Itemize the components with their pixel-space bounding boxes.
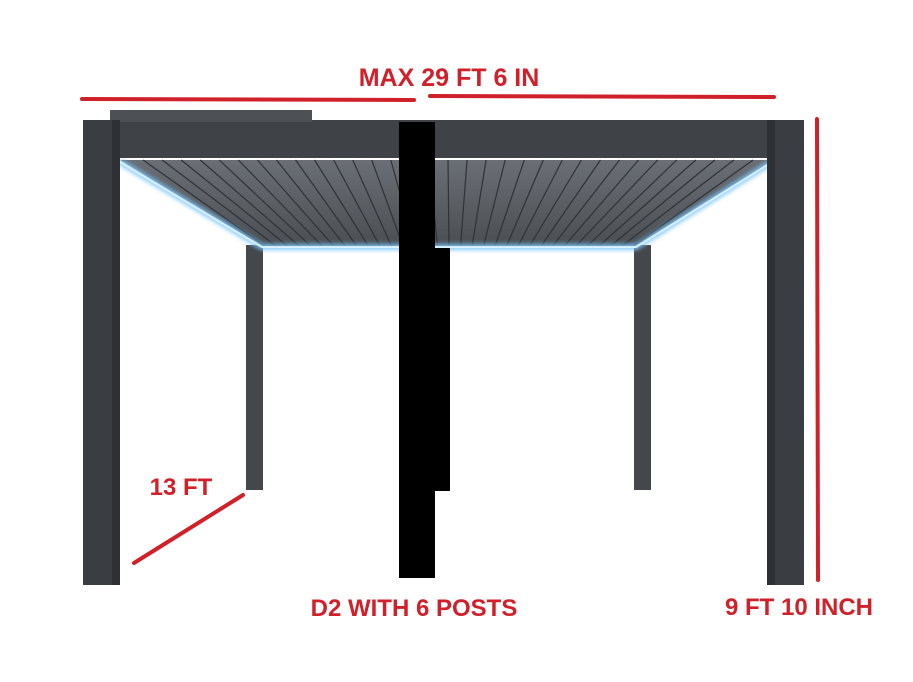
louver-slat [276, 159, 346, 247]
width-dimension-line-left [80, 97, 416, 102]
model-label: D2 WITH 6 POSTS [311, 595, 518, 622]
louver-slat [161, 159, 277, 247]
louver-slat [575, 159, 659, 247]
depth-dimension-line [132, 493, 245, 565]
led-light-strip [118, 159, 774, 250]
height-dimension-line [815, 117, 820, 582]
back-right-post [634, 245, 651, 490]
height-label: 9 FT 10 INCH [725, 594, 873, 621]
louver-slat [333, 159, 381, 247]
louver-slat [447, 159, 450, 247]
louver-slat [506, 159, 544, 247]
depth-label: 13 FT [150, 474, 213, 501]
louver-slat [256, 159, 335, 247]
louver-slat [633, 159, 754, 247]
roof-top-cap [110, 110, 312, 122]
louver-slat [237, 159, 323, 247]
louver-slat [371, 159, 404, 247]
louver-slat [621, 159, 735, 247]
louver-slat [540, 159, 601, 247]
dimension-lines [80, 94, 820, 582]
louver-slat [483, 159, 506, 247]
louver-slats [142, 159, 754, 247]
louver-slat [142, 159, 265, 247]
louver-slat [494, 159, 525, 247]
center-divider-bar [399, 122, 450, 578]
louver-slat [295, 159, 358, 247]
louvered-roof [120, 160, 775, 248]
back-left-post [246, 245, 263, 490]
front-left-post-shade [112, 120, 120, 585]
louver-slat [529, 159, 582, 247]
louver-slat [471, 159, 487, 247]
louver-slat [352, 159, 392, 247]
louver-slat [586, 159, 678, 247]
louver-slat [610, 159, 716, 247]
louver-slat [598, 159, 697, 247]
louver-slat [517, 159, 563, 247]
louver-slat [218, 159, 312, 247]
max-width-label: MAX 29 FT 6 IN [359, 64, 540, 92]
front-beam [83, 120, 803, 158]
louver-slat [180, 159, 288, 247]
louver-slat [563, 159, 640, 247]
front-right-post-shade [767, 120, 775, 585]
louver-slat [552, 159, 621, 247]
louver-slat [314, 159, 369, 247]
width-dimension-line-right [428, 94, 776, 99]
louver-slat [459, 159, 468, 247]
louver-slat [199, 159, 300, 247]
